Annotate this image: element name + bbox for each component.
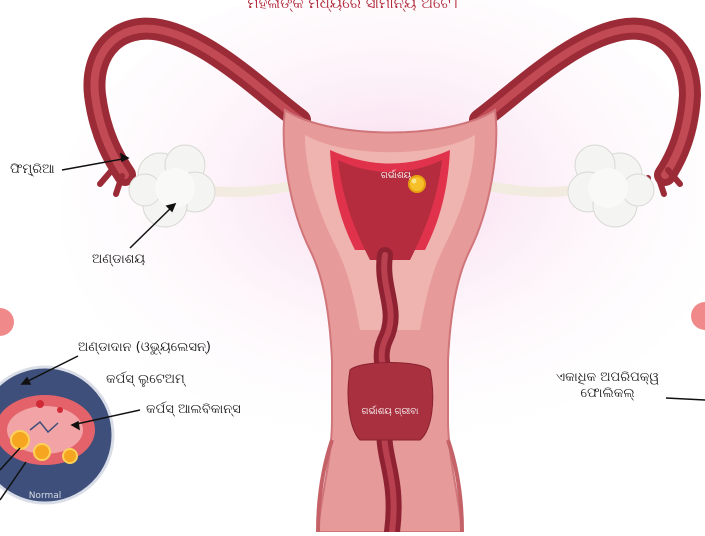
- immature-follicles-label: ଏକାଧିକ ଅପରିପକ୍ୱ ଫୋଲିକଲ୍: [556, 370, 659, 402]
- corpus-luteum-label: କର୍ପସ୍ ଲୁଟେଅମ୍: [106, 372, 185, 388]
- normal-ovary-inset: Normal: [0, 367, 113, 503]
- right-accent-circle: [691, 302, 705, 330]
- page-title: ମହିଳାଙ୍କ ମଧ୍ୟରେ ସାମାନ୍ୟ ଅଟେ।: [0, 0, 705, 12]
- cervix: [348, 363, 433, 441]
- cervix-label: ଗର୍ଭାଶୟ ଗ୍ରୀବା: [362, 405, 419, 417]
- egg-icon: [409, 176, 425, 192]
- ovary-label: ଅଣ୍ଡାଶୟ: [92, 252, 145, 268]
- ovulation-label: ଅଣ୍ଡାଦାନ (ଓଭ୍ୟୁଲେସନ୍): [78, 340, 211, 356]
- corpus-albicans-label: କର୍ପସ୍ ଆଲବିକାନ୍ସ: [146, 402, 241, 418]
- uterus-label: ଗର୍ଭାଶୟ: [381, 169, 412, 181]
- fimbria-label: ଫିମ୍ବ୍ରିଆ: [10, 162, 55, 178]
- left-accent-circle: [0, 308, 14, 336]
- normal-label: Normal: [29, 491, 62, 501]
